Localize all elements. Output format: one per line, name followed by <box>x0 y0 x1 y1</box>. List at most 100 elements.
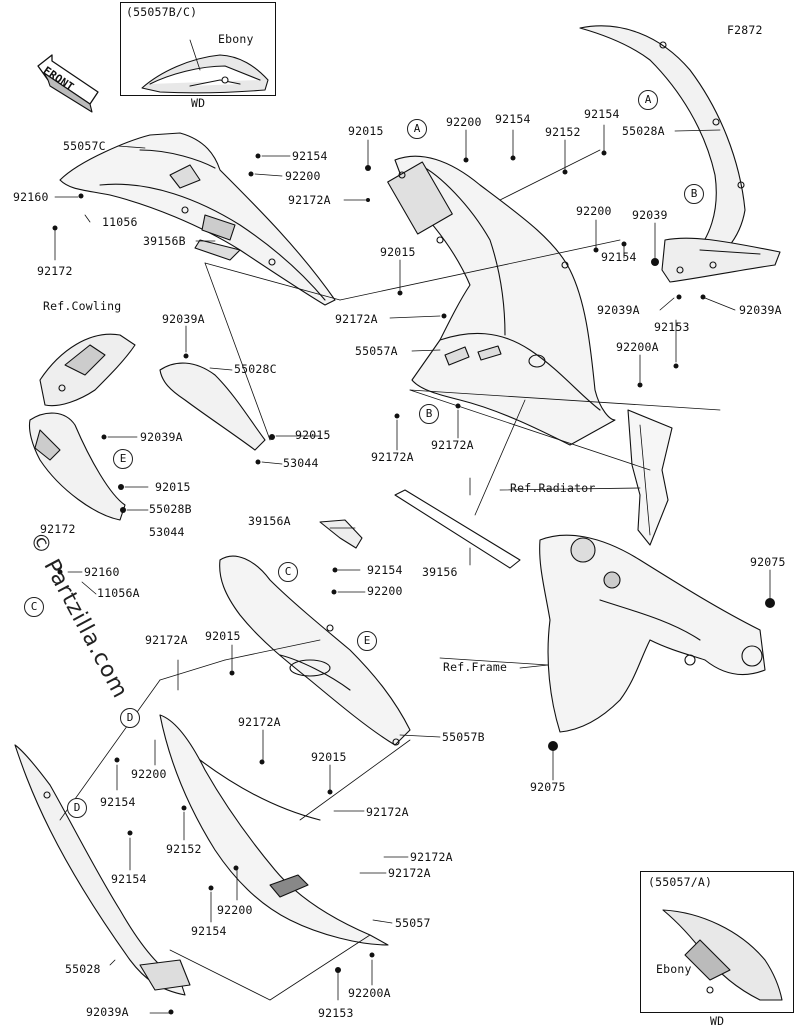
part-label: 92015 <box>348 124 384 138</box>
part-label: 92153 <box>318 1006 354 1020</box>
inset-top-fairing <box>141 39 269 94</box>
part-label: 92152 <box>545 125 581 139</box>
part-label: 92039A <box>162 312 205 326</box>
ref-cowling-label: Ref.Cowling <box>43 299 122 313</box>
part-label: 92172 <box>40 522 76 536</box>
part-39156A <box>319 519 363 549</box>
part-label: 53044 <box>283 456 319 470</box>
inset-top-note: WD <box>191 96 206 110</box>
callout-e: E <box>357 631 377 651</box>
part-label: 92200 <box>285 169 321 183</box>
part-label: 92154 <box>111 872 147 886</box>
part-label: 92200 <box>131 767 167 781</box>
ref-frame-label: Ref.Frame <box>443 660 508 674</box>
inset-bottom-box <box>640 871 794 1013</box>
part-label: 92154 <box>495 112 531 126</box>
part-label: 55028B <box>149 502 192 516</box>
part-label: 92172A <box>410 850 453 864</box>
ref-cowling <box>39 333 136 407</box>
leader-lines <box>54 124 771 1014</box>
part-label: 92015 <box>295 428 331 442</box>
part-label: 11056A <box>97 586 140 600</box>
part-label: 92015 <box>155 480 191 494</box>
inset-bottom-code: (55057/A) <box>648 875 713 889</box>
part-label: 92039 <box>632 208 668 222</box>
inset-top-color: Ebony <box>218 32 254 46</box>
part-label: 55057 <box>395 916 431 930</box>
callout-c: C <box>24 597 44 617</box>
part-label: 92015 <box>311 750 347 764</box>
ref-frame <box>539 534 766 733</box>
part-label: 92015 <box>380 245 416 259</box>
front-arrow-icon <box>37 54 99 113</box>
callout-b: B <box>419 404 439 424</box>
part-label: 92172A <box>288 193 331 207</box>
part-label: 92172 <box>37 264 73 278</box>
part-label: 92200A <box>348 986 391 1000</box>
part-39156-strip <box>394 489 521 569</box>
part-label: 92172A <box>238 715 281 729</box>
part-label: 92039A <box>86 1005 129 1019</box>
part-label: 92200 <box>446 115 482 129</box>
part-label: 92154 <box>191 924 227 938</box>
part-label: 92015 <box>205 629 241 643</box>
callout-a: A <box>407 119 427 139</box>
ref-radiator-label: Ref.Radiator <box>510 481 596 495</box>
part-label: 92075 <box>750 555 786 569</box>
figure-code: F2872 <box>727 23 763 37</box>
part-label: 92039A <box>140 430 183 444</box>
part-label: 92172A <box>388 866 431 880</box>
part-label: 92200 <box>217 903 253 917</box>
part-label: 11056 <box>102 215 138 229</box>
callout-c: C <box>278 562 298 582</box>
part-label: 92154 <box>601 250 637 264</box>
inset-bottom-fairing <box>662 909 783 1001</box>
part-label: 92039A <box>597 303 640 317</box>
part-label: 92153 <box>654 320 690 334</box>
part-label: 55057C <box>63 139 106 153</box>
callout-d: D <box>120 708 140 728</box>
part-label: 92152 <box>166 842 202 856</box>
part-label: 55057A <box>355 344 398 358</box>
part-55057A-cowl <box>387 155 616 446</box>
part-label: 92172A <box>371 450 414 464</box>
inset-bottom-note: WD <box>710 1014 725 1028</box>
part-label: 92172A <box>335 312 378 326</box>
part-label: 92172A <box>431 438 474 452</box>
part-label: 55028 <box>65 962 101 976</box>
callout-a: A <box>638 90 658 110</box>
part-label: 55028C <box>234 362 277 376</box>
ref-radiator <box>627 409 673 546</box>
part-55028-panel <box>14 744 191 996</box>
part-label: 55057B <box>442 730 485 744</box>
callout-b: B <box>684 184 704 204</box>
part-label: 92172A <box>366 805 409 819</box>
inset-top-code: (55057B/C) <box>126 5 198 19</box>
part-label: 39156A <box>248 514 291 528</box>
part-55057C-cowl <box>59 132 336 306</box>
part-label: 92200A <box>616 340 659 354</box>
inset-top-box <box>120 2 276 96</box>
hardware-dots <box>52 150 775 1015</box>
part-label: 92160 <box>84 565 120 579</box>
callout-e: E <box>113 449 133 469</box>
part-55057B-cowl <box>219 555 411 746</box>
part-label: 92200 <box>367 584 403 598</box>
part-label: 92154 <box>367 563 403 577</box>
part-label: 39156 <box>422 565 458 579</box>
part-55057-cowl <box>159 714 389 946</box>
part-55028B-panel <box>28 412 126 521</box>
callout-d: D <box>67 798 87 818</box>
part-label: 92075 <box>530 780 566 794</box>
part-label: 53044 <box>149 525 185 539</box>
part-label: 92154 <box>584 107 620 121</box>
part-label: 92160 <box>13 190 49 204</box>
part-label: 55028A <box>622 124 665 138</box>
part-label: 39156B <box>143 234 186 248</box>
part-label: 92039A <box>739 303 782 317</box>
inset-bottom-color: Ebony <box>656 962 692 976</box>
part-55028A-panel <box>579 25 781 283</box>
part-label: 92172A <box>145 633 188 647</box>
